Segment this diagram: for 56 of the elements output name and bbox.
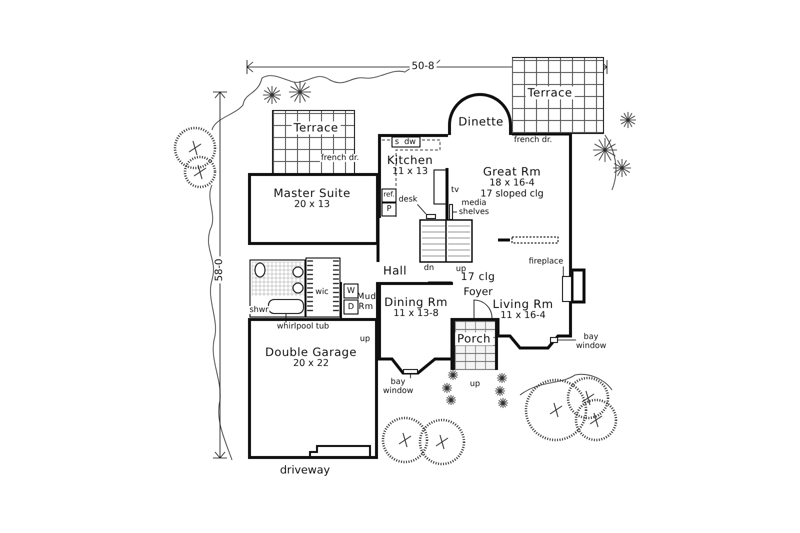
room-dimensions: 20 x 22 bbox=[292, 359, 329, 370]
shelf-icon bbox=[449, 204, 453, 220]
callout-label: desk bbox=[398, 196, 418, 204]
room-note: Foyer bbox=[462, 285, 494, 300]
closet-label: wic bbox=[315, 288, 329, 296]
room-name: Great Rm bbox=[482, 165, 542, 178]
room-walls bbox=[340, 282, 378, 318]
callout-label: whirlpool tub bbox=[276, 322, 330, 332]
room-name: Master Suite bbox=[273, 186, 351, 200]
porch-paving bbox=[452, 318, 498, 370]
window-icon bbox=[550, 337, 558, 343]
callout-label: media shelves bbox=[457, 199, 491, 217]
fixture-label: dw bbox=[404, 138, 416, 146]
fixture-label: shwr bbox=[248, 306, 270, 314]
driveway-label: driveway bbox=[280, 464, 330, 476]
fixture-label: tv bbox=[451, 186, 459, 194]
callout-label: fireplace bbox=[528, 258, 564, 266]
stair-direction-label: up bbox=[360, 335, 370, 343]
fixture-label: D bbox=[348, 303, 354, 311]
fixture-label: W bbox=[347, 287, 355, 295]
leader-line bbox=[562, 266, 564, 276]
fixture-label: s bbox=[394, 138, 400, 146]
room-name: Double Garage bbox=[265, 346, 357, 359]
door-label: french dr. bbox=[320, 154, 360, 162]
room-walls bbox=[248, 173, 379, 245]
room-dimensions: 11 x 16-4 bbox=[500, 311, 547, 322]
room-dimensions: 11 x 13-8 bbox=[393, 309, 440, 320]
room-walls bbox=[248, 318, 378, 459]
callout-label: bay window bbox=[576, 333, 606, 351]
fixture-label: P bbox=[386, 205, 392, 213]
window-icon bbox=[403, 369, 418, 374]
dimension-label: 50-8 bbox=[410, 62, 436, 72]
leader-line bbox=[410, 374, 411, 379]
room-name: Porch bbox=[455, 332, 493, 346]
room-dimensions: 18 x 16-4 bbox=[488, 178, 536, 189]
stair-direction-label: up bbox=[456, 265, 466, 273]
desk-icon bbox=[426, 214, 436, 219]
fireplace-icon bbox=[562, 276, 572, 302]
room-name: Dinette bbox=[458, 115, 504, 129]
ceiling-note: 17 sloped clg bbox=[480, 190, 544, 200]
stair-direction-label: dn bbox=[424, 264, 434, 272]
stair-direction-label: up bbox=[470, 380, 480, 388]
room-dimensions: 20 x 13 bbox=[293, 200, 331, 212]
room-name: Hall bbox=[383, 264, 407, 278]
leader-line bbox=[417, 204, 426, 214]
dimension-label: 58-0 bbox=[215, 256, 225, 284]
room-name: Terrace bbox=[292, 121, 340, 135]
room-name: Terrace bbox=[526, 86, 574, 100]
callout-label: bay window bbox=[383, 378, 413, 396]
room-name: Dining Rm bbox=[384, 296, 448, 309]
room-name: Kitchen bbox=[386, 154, 434, 167]
terrace-paving bbox=[512, 57, 604, 134]
door-label: french dr. bbox=[512, 136, 554, 144]
room-name: Living Rm bbox=[492, 298, 554, 311]
room-dimensions: 11 x 13 bbox=[391, 167, 429, 178]
bathtub-icon bbox=[268, 299, 304, 314]
